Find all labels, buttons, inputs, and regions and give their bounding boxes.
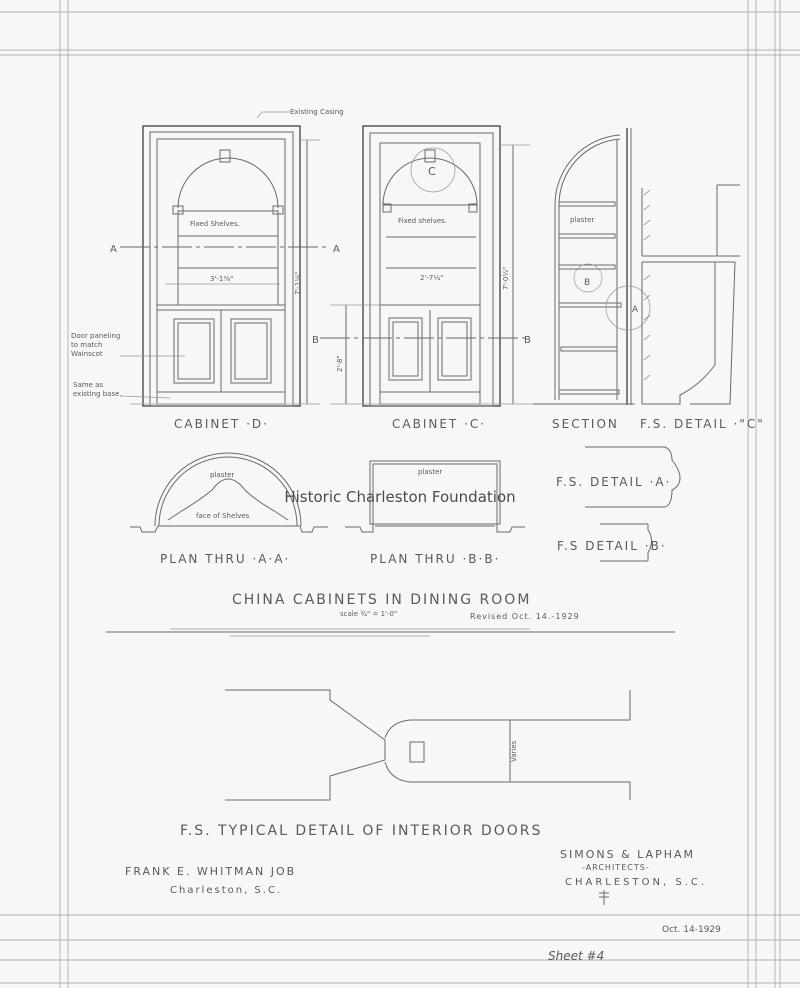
cabinet-d-height-dim: 7'-1⅛" <box>294 272 302 295</box>
plan-bb-plaster-note: plaster <box>418 468 442 476</box>
architect-monogram <box>599 890 609 905</box>
plan-bb-label: PLAN THRU ·B·B· <box>370 552 500 566</box>
drawing-scale: scale ¾" = 1'-0" <box>340 610 397 618</box>
fs-detail-a-label: F.S. DETAIL ·A· <box>556 475 671 489</box>
section-marker-b-right: B <box>524 335 531 346</box>
panel-note-line2: to match <box>71 341 102 349</box>
interior-door-detail-drawing <box>225 689 631 801</box>
cabinet-d-shelves-note: Fixed Shelves. <box>190 220 240 228</box>
cabinet-c-shelves-note: Fixed shelves. <box>398 217 447 225</box>
plan-aa-label: PLAN THRU ·A·A· <box>160 552 290 566</box>
architect-role: -ARCHITECTS- <box>582 863 650 872</box>
revised-date: Revised Oct. 14.-1929 <box>470 612 580 621</box>
fs-detail-b-label: F.S DETAIL ·B· <box>557 539 667 553</box>
cabinet-d-width-dim: 3'-1⅜" <box>210 275 233 283</box>
watermark: Historic Charleston Foundation <box>284 488 515 506</box>
existing-casing-note: Existing Casing <box>290 108 344 116</box>
cabinet-d-label: CABINET ·D· <box>174 417 269 431</box>
detail-a-callout: A <box>632 305 639 315</box>
job-location: Charleston, S.C. <box>170 885 282 896</box>
drawing-date: Oct. 14-1929 <box>662 925 721 935</box>
section-label: SECTION <box>552 417 619 431</box>
base-note-line1: Same as <box>73 381 103 389</box>
plan-bb-drawing <box>345 460 525 533</box>
cabinet-d-elevation <box>119 111 330 407</box>
sheet-number: Sheet #4 <box>548 949 604 963</box>
plan-aa-shelves-note: face of Shelves <box>196 512 250 520</box>
plan-aa-plaster-note: plaster <box>210 471 234 479</box>
fs-detail-c-drawing <box>641 184 740 405</box>
panel-note-line1: Door paneling <box>71 332 120 340</box>
cabinet-c-elevation <box>320 125 545 407</box>
fs-detail-c-label: F.S. DETAIL ·"C" <box>640 417 765 431</box>
base-note-line2: existing base. <box>73 390 122 398</box>
fs-detail-b-drawing <box>600 523 652 562</box>
job-name: FRANK E. WHITMAN JOB <box>125 865 296 878</box>
varies-note: Varies <box>510 740 518 762</box>
plan-aa-drawing <box>130 452 328 533</box>
section-marker-b-left: B <box>312 335 319 346</box>
section-marker-a-left: A <box>110 244 117 255</box>
architect-firm: SIMONS & LAPHAM <box>560 848 695 861</box>
cabinet-c-label: CABINET ·C· <box>392 417 486 431</box>
fs-detail-a-drawing <box>585 446 681 508</box>
drawing-title: CHINA CABINETS IN DINING ROOM <box>232 592 531 608</box>
panel-note-line3: Wainscot <box>71 350 103 358</box>
section-marker-a-right: A <box>333 244 340 255</box>
detail-b-callout: B <box>584 278 590 288</box>
section-plaster-note: plaster <box>570 216 594 224</box>
cabinet-c-height-dim: 7'-0½" <box>502 267 510 290</box>
detail-c-callout: C <box>428 165 436 178</box>
architect-city: CHARLESTON, S.C. <box>565 877 707 888</box>
cabinet-c-lower-dim: 2'-8" <box>336 355 344 372</box>
section-view <box>533 128 651 405</box>
cabinet-c-width-dim: 2'-7¼" <box>420 274 443 282</box>
door-detail-label: F.S. TYPICAL DETAIL OF INTERIOR DOORS <box>180 823 542 839</box>
